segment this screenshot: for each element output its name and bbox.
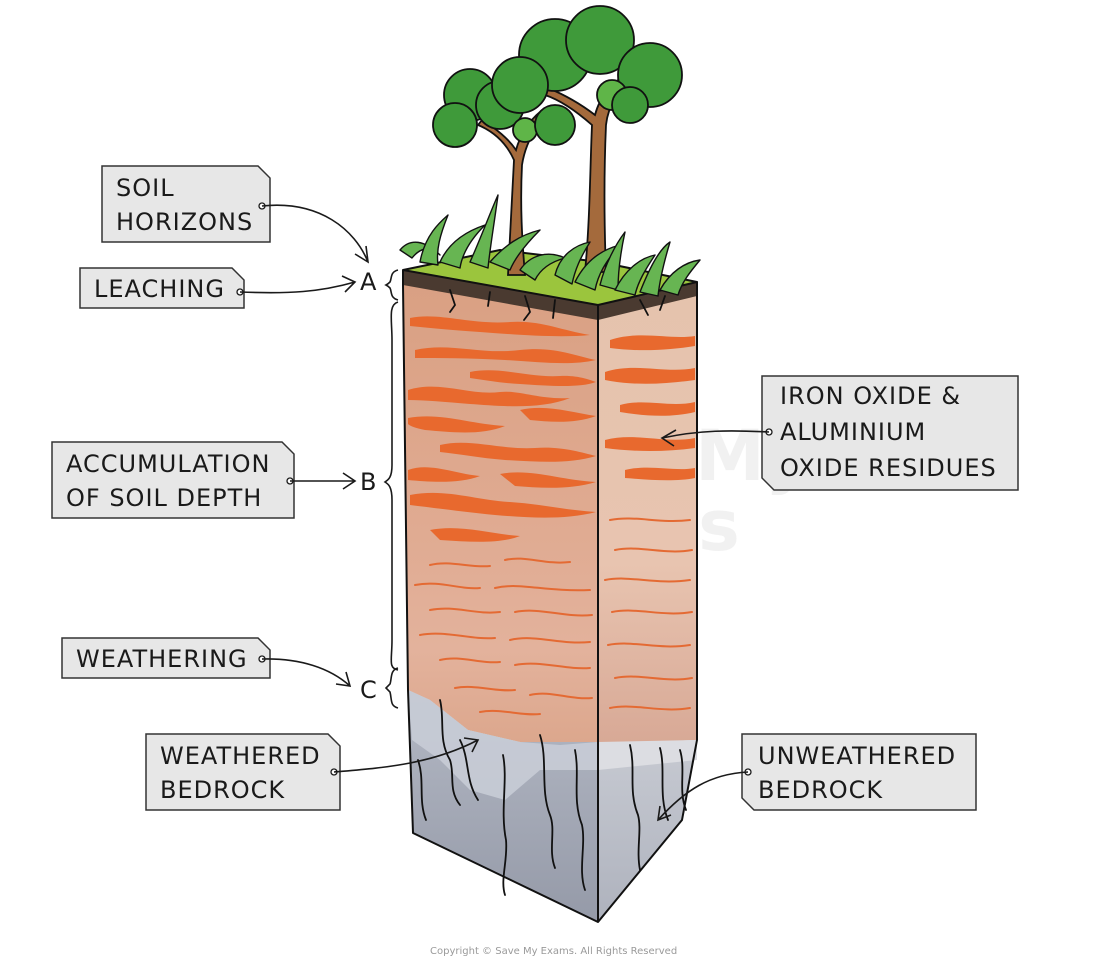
label-unweathered-bedrock: UNWEATHERED BEDROCK [657,733,977,822]
large-tree-trunk [543,70,636,273]
leaching-arrow [239,275,357,294]
horizon-markers: A B C [360,268,399,709]
brace-c [384,667,399,709]
column-outline [402,270,698,923]
soil-horizons-line-1: SOIL [116,174,175,202]
label-iron-oxide: IRON OXIDE & ALUMINIUM OXIDE RESIDUES [660,375,1019,491]
soil-horizons-arrow [261,204,370,264]
unweathered-bedrock-arrow [657,771,749,822]
accumulation-line-1: ACCUMULATION [66,450,270,478]
side-weathered-band [598,740,697,770]
weathered-bedrock-line-1: WEATHERED [160,742,321,770]
horizon-c-letter: C [360,676,377,704]
unweathered-bedrock-line-2: BEDROCK [758,776,883,804]
vegetation [399,5,701,297]
weathering-arrow [261,658,352,687]
leaching-text: LEACHING [94,275,225,303]
small-tree-foliage [432,68,576,148]
weathered-bedrock-line-2: BEDROCK [160,776,285,804]
weathered-bedrock-arrow [333,737,480,773]
bedrock-cracks [417,699,687,896]
label-weathering: WEATHERING [61,637,352,687]
weathered-bedrock-band [408,690,598,800]
weathering-text: WEATHERING [76,645,248,673]
soil-column [402,249,698,923]
accumulation-line-2: OF SOIL DEPTH [66,484,262,512]
label-accumulation: ACCUMULATION OF SOIL DEPTH [51,441,357,519]
grass-tufts [399,194,701,297]
side-face-soil [598,294,697,742]
large-tree-foliage [491,5,683,124]
iron-oxide-arrow [660,429,770,447]
horizon-a-letter: A [360,268,377,296]
brace-b [383,301,399,671]
iron-oxide-line-1: IRON OXIDE & [780,382,961,410]
topsoil-dark-layer [403,270,697,320]
label-weathered-bedrock: WEATHERED BEDROCK [145,733,480,811]
horizon-b-letter: B [360,468,376,496]
iron-oxide-line-3: OXIDE RESIDUES [780,454,997,482]
iron-oxide-streaks-side [605,335,695,481]
copyright-notice: Copyright © Save My Exams. All Rights Re… [430,946,677,957]
roots [449,289,666,321]
thin-orange-lines [414,517,693,716]
brace-a [384,269,399,301]
side-face-bedrock [598,740,697,922]
label-leaching: LEACHING [79,267,357,309]
accumulation-arrow [290,472,357,490]
iron-oxide-line-2: ALUMINIUM [780,418,926,446]
iron-oxide-streaks-front [408,316,596,542]
soil-horizons-line-2: HORIZONS [116,208,253,236]
unweathered-bedrock-line-1: UNWEATHERED [758,742,956,770]
label-soil-horizons: SOIL HORIZONS [101,165,370,264]
